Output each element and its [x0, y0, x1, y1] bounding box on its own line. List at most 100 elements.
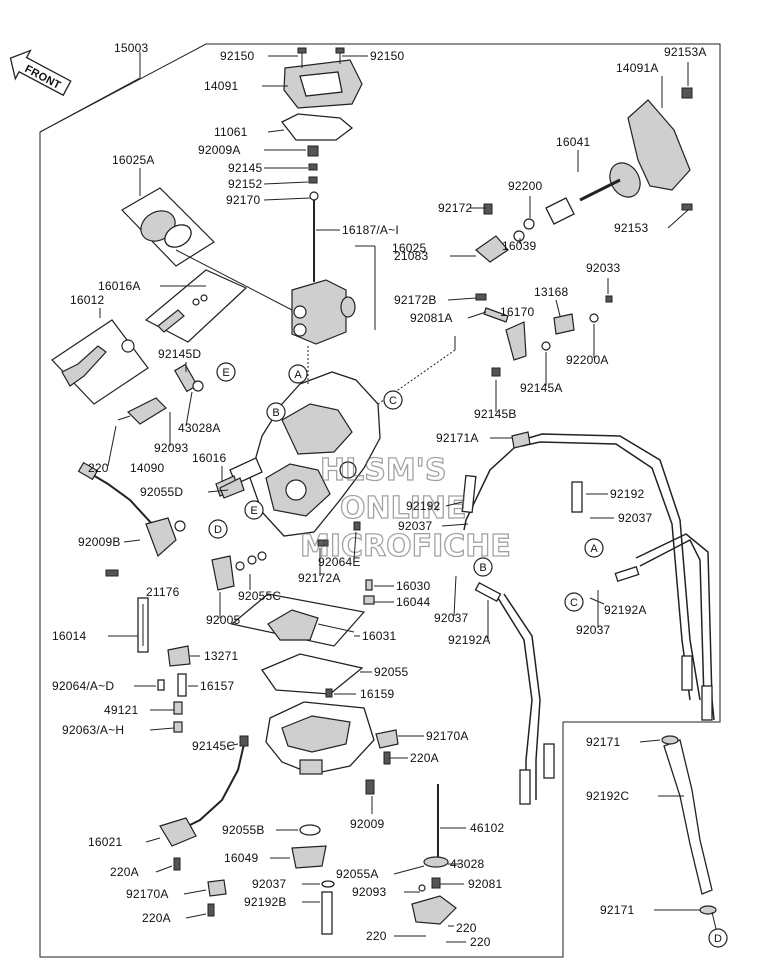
part-label-92153a: 92153A — [664, 45, 707, 59]
part-label-92005: 92005 — [206, 613, 240, 627]
leader-line-92037 — [441, 523, 469, 527]
part-label-92200a: 92200A — [566, 353, 609, 367]
sensor-16016 — [219, 477, 245, 499]
part-label-92081: 92081 — [468, 877, 502, 891]
gasket-92055 — [261, 653, 364, 695]
bracket-92170a — [207, 879, 227, 897]
leader-line-43028A — [185, 391, 193, 427]
part-label-14091a: 14091A — [616, 61, 659, 75]
screw-92009 — [365, 779, 375, 795]
clip-92171-1 — [661, 735, 679, 745]
part-label-16157: 16157 — [200, 679, 234, 693]
washer-92200a — [589, 313, 599, 323]
part-label-220a: 220A — [410, 751, 439, 765]
part-label-21083: 21083 — [394, 249, 428, 263]
cable-bracket-14091a — [627, 87, 693, 211]
callout-c-2: C — [564, 592, 584, 612]
cap-16049 — [291, 845, 327, 869]
leader-line-92192A — [589, 597, 605, 605]
leader-line-92063/A~H — [149, 727, 175, 731]
hose-92171a — [521, 433, 701, 701]
callout-c-1: C — [383, 390, 403, 410]
part-label-92192: 92192 — [610, 487, 644, 501]
part-label-16159: 16159 — [360, 687, 394, 701]
hose-92192b — [321, 891, 333, 935]
frame-leader-15003b — [39, 77, 141, 133]
throttle-valve-16025 — [291, 279, 356, 345]
part-label-92055c: 92055C — [238, 589, 281, 603]
jet-92064 — [157, 679, 165, 691]
svg-text:B: B — [479, 562, 486, 574]
jet-92063 — [173, 721, 183, 733]
svg-text:C: C — [570, 597, 578, 609]
part-label-92093: 92093 — [352, 885, 386, 899]
part-label-16049: 16049 — [224, 851, 258, 865]
clip-92171-2 — [699, 905, 717, 915]
leader-line-92055A — [393, 865, 425, 875]
hose-92192-1 — [461, 474, 477, 514]
part-label-16021: 16021 — [88, 835, 122, 849]
inset-16016a — [144, 269, 248, 343]
part-label-92192a: 92192A — [604, 603, 647, 617]
part-label-92171a: 92171A — [436, 431, 479, 445]
leader-line-92172B — [447, 297, 477, 301]
part-label-92033: 92033 — [586, 261, 620, 275]
part-label-92081a: 92081A — [410, 311, 453, 325]
leader-line-13168 — [555, 299, 561, 317]
hose-long-c — [639, 538, 707, 721]
hose-92192-2 — [571, 481, 583, 513]
top-cover-14091 — [283, 47, 363, 109]
part-label-16014: 16014 — [52, 629, 86, 643]
part-label-220a: 220A — [110, 865, 139, 879]
part-label-92172b: 92172B — [394, 293, 437, 307]
lever-16170 — [505, 321, 527, 361]
spring-92093 — [418, 884, 426, 892]
screw-92064e — [353, 521, 361, 531]
leader-line-92171 — [639, 739, 661, 743]
part-label-92170a: 92170A — [426, 729, 469, 743]
jet-16014 — [137, 597, 149, 653]
part-label-92172a: 92172A — [298, 571, 341, 585]
part-label-16016: 16016 — [192, 451, 226, 465]
part-label-11061: 11061 — [214, 125, 248, 139]
part-label-92055b: 92055B — [222, 823, 265, 837]
clip-92171a — [511, 431, 531, 449]
part-label-92150: 92150 — [220, 49, 254, 63]
svg-text:D: D — [214, 524, 222, 536]
part-label-92145d: 92145D — [158, 347, 201, 361]
part-label-220: 220 — [470, 935, 491, 949]
part-label-14091: 14091 — [204, 79, 238, 93]
spring-92081 — [431, 877, 441, 889]
part-label-13271: 13271 — [204, 649, 238, 663]
part-label-92064-a-d: 92064/A~D — [52, 679, 114, 693]
hose-long-b2 — [503, 593, 541, 800]
hose-d-leader — [711, 911, 717, 930]
part-label-92009: 92009 — [350, 817, 384, 831]
part-label-16044: 16044 — [396, 595, 430, 609]
part-label-16187-a-i: 16187/A~I — [342, 223, 399, 237]
part-label-92009b: 92009B — [78, 535, 121, 549]
pulley-16041 — [545, 162, 641, 225]
leader-line-11061 — [267, 129, 285, 133]
sensor-13168 — [553, 313, 575, 335]
part-label-16170: 16170 — [500, 305, 534, 319]
part-label-21176: 21176 — [146, 585, 180, 599]
part-label-92037: 92037 — [434, 611, 468, 625]
leader-line-92055D — [207, 489, 229, 493]
part-label-16025a: 16025A — [112, 153, 155, 167]
watermark-line-3: MICROFICHE — [300, 529, 511, 564]
svg-text:E: E — [250, 505, 257, 517]
part-label-16016a: 16016A — [98, 279, 141, 293]
part-label-92093: 92093 — [154, 441, 188, 455]
callout-e-1: E — [216, 362, 236, 382]
clip-13271 — [167, 645, 191, 667]
hose-92192c — [663, 739, 713, 895]
callout-d-1: D — [208, 519, 228, 539]
part-label-220: 220 — [366, 929, 387, 943]
part-label-92055: 92055 — [374, 665, 408, 679]
leader-line-16021 — [145, 837, 161, 843]
clip-92033 — [605, 295, 613, 303]
part-label-14090: 14090 — [130, 461, 164, 475]
jet-49121 — [173, 701, 183, 715]
